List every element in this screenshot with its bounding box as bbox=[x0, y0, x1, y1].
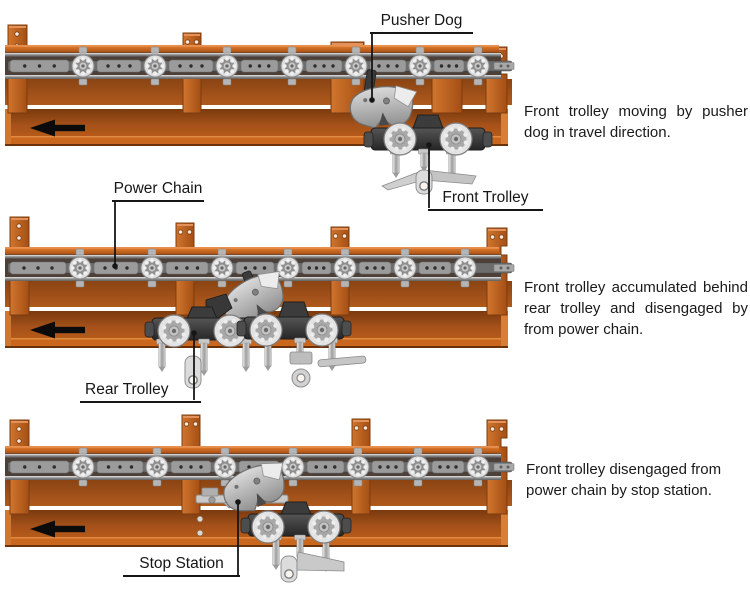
leader-dot bbox=[191, 330, 197, 336]
travel-direction-arrow bbox=[30, 321, 85, 339]
caption-line: power chain by stop station. bbox=[526, 482, 712, 499]
chain-bearing bbox=[140, 248, 164, 288]
chain-bearing bbox=[453, 248, 477, 288]
trolley-wheel bbox=[439, 122, 473, 156]
chain-bearing bbox=[71, 46, 95, 86]
caption-line: dog in travel direction. bbox=[524, 124, 671, 141]
front-trolley-graphic bbox=[236, 301, 367, 388]
chain-bearing bbox=[466, 447, 490, 487]
chain-bearing bbox=[466, 46, 490, 86]
caption-line: Front trolley disengaged from bbox=[526, 461, 722, 478]
chain-bearing bbox=[145, 447, 169, 487]
travel-direction-arrow bbox=[30, 520, 85, 538]
front-trolley-label: Front Trolley bbox=[428, 189, 543, 211]
pendant-bolt bbox=[240, 338, 252, 372]
rear-trolley-label: Rear Trolley bbox=[80, 381, 201, 403]
chain-bearing bbox=[215, 46, 239, 86]
load-clevis bbox=[280, 555, 298, 583]
chain-bearing bbox=[346, 447, 370, 487]
chain-bearing bbox=[393, 248, 417, 288]
pusher-dog-graphic bbox=[223, 462, 285, 512]
conveyor-stage-3 bbox=[5, 414, 515, 583]
power-chain-label: Power Chain bbox=[112, 180, 204, 202]
beam-hole bbox=[196, 529, 204, 537]
chain-bearing bbox=[344, 46, 368, 86]
chain-bearing bbox=[276, 248, 300, 288]
caption-line: rear trolley and disengaged by bbox=[524, 300, 748, 317]
trolley-wheel bbox=[249, 313, 283, 347]
caption-stage-1: Front trolley moving by pusher dog in tr… bbox=[524, 101, 748, 143]
pusher-dog-label: Pusher Dog bbox=[370, 12, 473, 34]
chain-bearing bbox=[281, 447, 305, 487]
chain-bearing bbox=[210, 248, 234, 288]
pusher-dog-graphic bbox=[223, 271, 284, 324]
caption-line: Front trolley accumulated behind bbox=[524, 279, 748, 296]
release-lever bbox=[317, 355, 367, 368]
travel-direction-arrow bbox=[30, 119, 85, 137]
conveyor-stage-1 bbox=[5, 24, 515, 195]
load-bar bbox=[295, 551, 345, 572]
load-clevis bbox=[184, 355, 202, 389]
caption-line: from power chain. bbox=[524, 321, 644, 338]
chain-bearing bbox=[213, 447, 237, 487]
load-clevis bbox=[415, 169, 433, 195]
chain-bearing bbox=[406, 447, 430, 487]
leader-dot bbox=[369, 97, 375, 103]
leader-dot bbox=[426, 142, 432, 148]
chain-bearing bbox=[333, 248, 357, 288]
trolley-wheel bbox=[157, 314, 191, 348]
trolley-wheel bbox=[307, 510, 341, 544]
caption-line: Front trolley moving by pusher bbox=[524, 103, 748, 120]
hook-bracket bbox=[289, 351, 313, 365]
track-web bbox=[5, 79, 512, 105]
chain-bearing bbox=[280, 46, 304, 86]
beam-hole bbox=[196, 515, 204, 523]
power-chain-bar bbox=[7, 59, 515, 73]
pendant-bolt bbox=[418, 148, 430, 172]
stop-station-label: Stop Station bbox=[123, 555, 240, 577]
front-trolley-graphic bbox=[363, 114, 493, 195]
pusher-dog-graphic bbox=[349, 85, 418, 129]
leader-lines bbox=[112, 33, 432, 575]
chain-bearing bbox=[408, 46, 432, 86]
trolley-wheel bbox=[251, 510, 285, 544]
chain-bearing bbox=[143, 46, 167, 86]
trolley-wheel bbox=[383, 122, 417, 156]
caption-stage-2: Front trolley accumulated behind rear tr… bbox=[524, 277, 748, 340]
leader-dot bbox=[235, 499, 241, 505]
front-trolley-graphic bbox=[240, 501, 352, 583]
power-chain-bar bbox=[7, 261, 515, 275]
conveyor-stage-2 bbox=[5, 216, 515, 389]
chain-bearing bbox=[68, 248, 92, 288]
leader-dot bbox=[112, 263, 118, 269]
chain-bearing bbox=[71, 447, 95, 487]
caption-stage-3: Front trolley disengaged from power chai… bbox=[526, 459, 750, 501]
pendant-bolt bbox=[198, 338, 210, 376]
trolley-wheel bbox=[305, 313, 339, 347]
ring-clevis-hole bbox=[296, 373, 306, 383]
